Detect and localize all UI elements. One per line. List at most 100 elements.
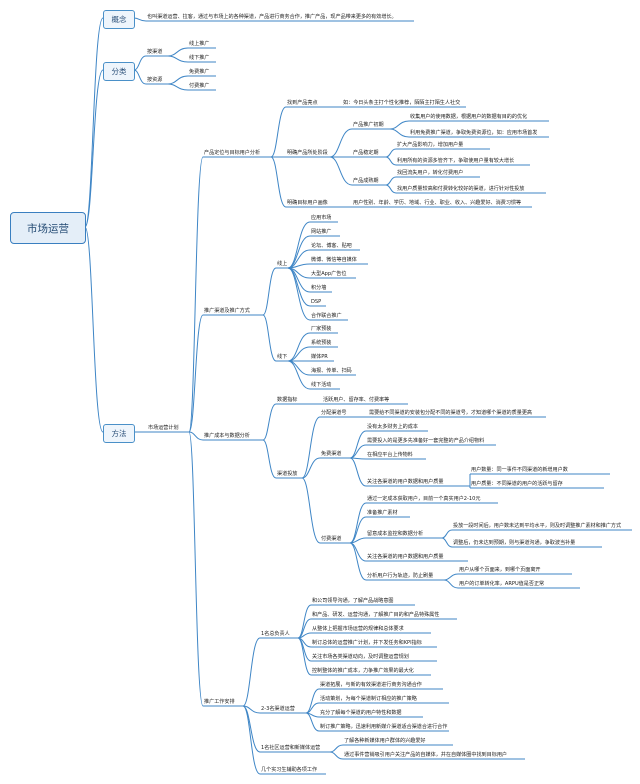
- stage-early-39: 产品推广初期: [353, 121, 384, 128]
- free-watch-item-156: 用户质量：不同渠道的用户的活跃与留存: [471, 480, 563, 487]
- connector-227: [305, 712, 320, 732]
- stage-stable-item-54: 利用所有的资源多管齐下，争取使用户量有较大增长: [397, 157, 515, 164]
- connector-161: [301, 477, 321, 544]
- stage-stable-item-51: 扩大产品影响力，增加用户量: [397, 141, 464, 148]
- connector-59: [329, 156, 353, 186]
- connector-lines: [84, 17, 632, 775]
- connector-164: [349, 502, 367, 544]
- ops-node-213: 2-3名渠道运营: [261, 705, 295, 712]
- free-item-147: 在相应平台上传物料: [367, 451, 413, 458]
- connector-23: [167, 83, 189, 91]
- connector-236: [329, 751, 344, 760]
- lead-item-204: 制订总体的运营推广计划，并下发任务和KPI指标: [312, 639, 422, 646]
- offline-item-114: 海报、传单、扫码: [311, 367, 352, 374]
- connector-83: [287, 235, 311, 269]
- connector-56: [385, 156, 397, 166]
- connector-134: [301, 416, 321, 479]
- stage-node-36: 明确产品所处阶段: [287, 149, 328, 156]
- free-node-138: 免费渠道: [321, 450, 342, 457]
- highlight-node-30: 找到产品亮点: [287, 99, 318, 106]
- lead-item-195: 和公司领导沟通，了解产品战略意图: [312, 597, 394, 604]
- connector-191: [188, 431, 204, 707]
- connector-1: [84, 69, 104, 228]
- connector-212: [297, 637, 312, 676]
- connector-116: [287, 360, 311, 376]
- category-resource-item-21: 付费推广: [189, 82, 210, 89]
- online-item-90: 大型App广告位: [311, 270, 347, 277]
- team-node-189: 推广工作安排: [204, 698, 235, 705]
- connector-32: [270, 106, 287, 158]
- category-by-channel-6: 按渠道: [147, 48, 163, 55]
- connector-125: [262, 403, 277, 441]
- connector-188: [443, 579, 459, 589]
- online-node-75: 线上: [277, 260, 288, 267]
- lead-item-201: 从整体上把握市场运营的规律和总体要求: [312, 625, 404, 632]
- social-item-234: 通过事件营销吸引用户关注产品的自媒体，并在自媒体圈中找到目标用户: [344, 751, 508, 758]
- category-by-resource-15: 按资源: [147, 76, 163, 83]
- ops-item-219: 活动策划，为每个渠道制订相应的推广策略: [320, 695, 417, 702]
- category-resource-item-18: 免费推广: [189, 68, 210, 75]
- level1-concept: 概念: [103, 10, 135, 29]
- stage-stable-48: 产品稳定期: [353, 149, 379, 156]
- paid-optimize-item-171: 投放一段时间后，用户数未达到平均水平，则及时调整推广素材和推广方式: [453, 522, 622, 529]
- paid-optimize-item-174: 调整后，仍未达到预期，则与渠道沟通，争取波当补量: [453, 539, 576, 546]
- social-node-228: 1名社区运营和新媒体运营: [261, 744, 321, 751]
- paid-behavior-item-186: 用户的订单转化率，ARPU值是否正常: [459, 580, 545, 587]
- connector-53: [385, 148, 397, 158]
- connector-5: [133, 17, 147, 22]
- intern-node-237: 几个实习生辅助各项工作: [261, 766, 318, 773]
- connector-14: [167, 55, 189, 63]
- paid-watch-177: 关注各渠道的用户数据和用户质量: [367, 553, 444, 560]
- connector-104: [262, 314, 277, 362]
- connector-17: [133, 69, 147, 85]
- online-item-87: 微博、微信等自媒体: [311, 256, 357, 263]
- connector-131: [262, 439, 277, 479]
- connector-176: [441, 537, 453, 548]
- online-item-96: DSP: [311, 298, 322, 305]
- online-item-84: 论坛、博客、贴吧: [311, 242, 352, 249]
- positioning-node-27: 产品定位与目标用户分析: [204, 149, 261, 156]
- connector-194: [242, 637, 261, 707]
- metrics-node-123: 数据指标: [277, 396, 298, 403]
- connector-140: [301, 457, 321, 479]
- offline-item-111: 媒体PR: [311, 353, 328, 360]
- metrics-text-126: 活跃用户、留存率、付费率等: [323, 396, 390, 403]
- channels-node-72: 推广渠道及推广方式: [204, 307, 250, 314]
- category-channel-item-12: 线下推广: [189, 54, 210, 61]
- connector-20: [167, 75, 189, 85]
- lead-item-210: 控制整体的推广成本，力争推广效果的最大化: [312, 667, 414, 674]
- stage-early-item-42: 收集用户的使用数据，根据用户的数据有目的的优化: [410, 113, 528, 120]
- assign-node-132: 分配渠道号: [321, 409, 347, 416]
- ops-item-216: 渠道拓展，与新的有效渠道进行商务沟通合作: [320, 681, 422, 688]
- paid-item-165: 准备推广素材: [367, 509, 398, 516]
- online-item-93: 积分墙: [311, 284, 327, 291]
- delivery-node-129: 渠道投放: [277, 470, 298, 477]
- lead-item-198: 和产品、研发、运营沟通，了解推广目的和产品特殊属性: [312, 611, 440, 618]
- portrait-node-66: 明确目标用户画像: [287, 199, 328, 206]
- connector-77: [262, 267, 277, 316]
- lead-item-207: 关注市场各类渠道动向，及时调整运营规划: [312, 653, 409, 660]
- connector-122: [188, 431, 204, 441]
- connector-29: [188, 156, 204, 433]
- connector-182: [349, 542, 367, 581]
- connector-233: [329, 744, 344, 753]
- connector-239: [242, 705, 261, 775]
- connector-68: [270, 156, 287, 208]
- connector-218: [305, 688, 320, 714]
- offline-item-105: 厂家预装: [311, 325, 332, 332]
- connector-167: [349, 516, 367, 544]
- connector-185: [443, 573, 459, 581]
- connector-2: [84, 226, 104, 433]
- connector-47: [389, 128, 410, 138]
- paid-behavior-item-183: 用户从哪个页面来，到哪个页面离开: [459, 566, 541, 573]
- connector-143: [349, 430, 367, 459]
- offline-item-117: 线下活动: [311, 381, 332, 388]
- offline-item-108: 系统预装: [311, 339, 332, 346]
- connector-0: [84, 17, 104, 228]
- connector-74: [188, 314, 204, 433]
- free-watch-item-153: 用户数量：同一事件不同渠道的新增用户数: [471, 466, 568, 473]
- lead-node-192: 1名总负责人: [261, 630, 290, 637]
- connector-170: [349, 537, 367, 544]
- stage-mature-item-63: 找用户质量较高和付费转化较好的渠道，进行针对性投放: [397, 185, 525, 192]
